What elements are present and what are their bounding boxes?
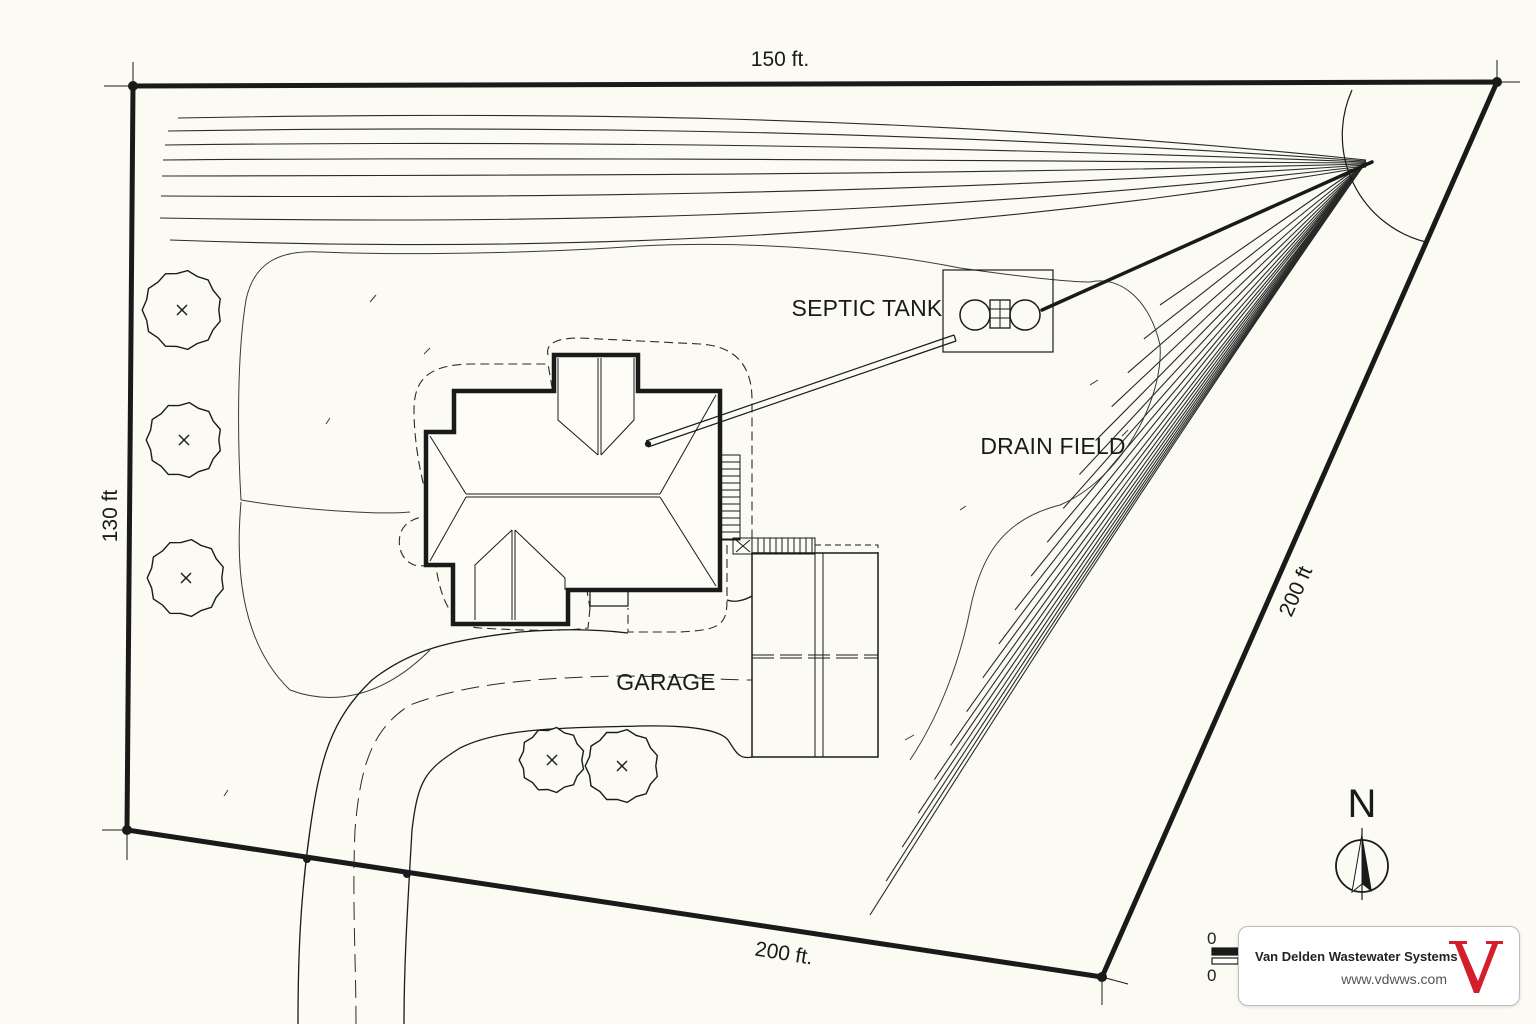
lawn-outline — [223, 243, 1161, 797]
dimension-top: 150 ft. — [751, 48, 809, 71]
fan-line — [1127, 161, 1367, 374]
contour-lines — [159, 114, 1367, 246]
tree — [584, 728, 659, 804]
company-url[interactable]: www.vdwws.com — [1341, 971, 1447, 987]
north-label: N — [1348, 782, 1377, 826]
drain-field-fan-lines — [869, 161, 1367, 916]
fan-line — [1062, 161, 1367, 509]
tree — [145, 401, 222, 479]
house-dashed-outline — [398, 337, 753, 633]
fan-line — [1014, 161, 1367, 611]
scale-zero-top: 0 — [1207, 929, 1217, 948]
fan-line — [1111, 161, 1367, 408]
fan-line — [1143, 161, 1367, 340]
fan-line — [998, 161, 1367, 645]
tree — [146, 538, 224, 618]
tree — [518, 726, 585, 794]
fan-line — [1095, 161, 1367, 441]
fan-line — [1046, 161, 1367, 543]
fan-line — [1030, 161, 1367, 577]
scale-bar — [1211, 947, 1239, 965]
garage-building — [751, 544, 879, 758]
fan-line — [966, 161, 1367, 712]
fan-line — [869, 161, 1367, 916]
fan-line — [1079, 161, 1367, 475]
dimension-bottom: 200 ft. — [753, 938, 814, 970]
effluent-line — [1040, 160, 1374, 312]
sewer-pipe — [644, 334, 957, 448]
property-boundary — [102, 60, 1520, 1005]
label-drain-field: DRAIN FIELD — [980, 433, 1125, 459]
fan-line — [982, 161, 1367, 679]
driveway — [297, 595, 753, 1024]
boundary-corner-dots — [122, 77, 1502, 982]
company-logo-icon — [1449, 941, 1503, 993]
dimension-left: 130 ft — [99, 490, 122, 543]
north-arrow — [1335, 828, 1389, 900]
tree — [141, 269, 221, 351]
septic-tank — [942, 269, 1054, 353]
label-garage: GARAGE — [616, 669, 716, 695]
driveway-centerline — [353, 675, 753, 1024]
scale-zero-bottom: 0 — [1207, 966, 1217, 985]
label-septic-tank: SEPTIC TANK — [792, 295, 943, 321]
company-name: Van Delden Wastewater Systems — [1255, 949, 1458, 964]
company-card[interactable]: Van Delden Wastewater Systems www.vdwws.… — [1238, 926, 1520, 1006]
distribution-arc — [1341, 89, 1427, 243]
trees — [141, 269, 659, 804]
house-stairs — [719, 454, 816, 555]
house-footprint — [423, 352, 723, 627]
